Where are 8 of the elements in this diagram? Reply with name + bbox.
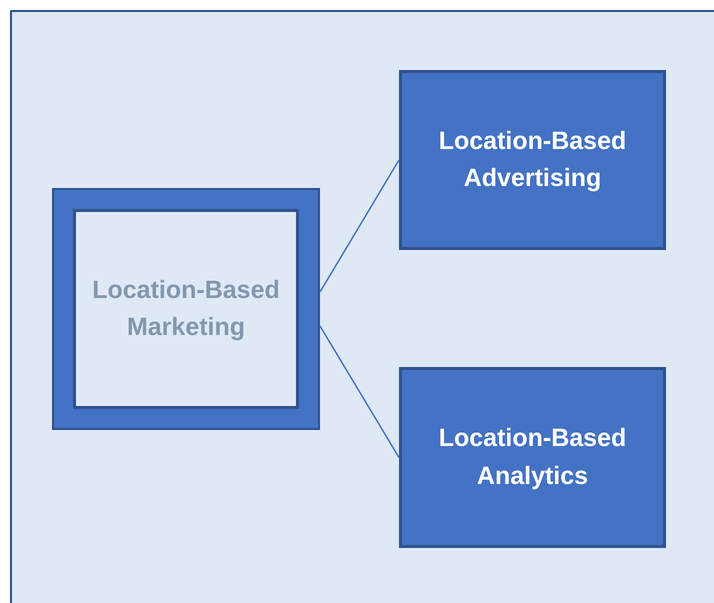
connector-line [319,160,400,292]
box-label: Location-Based Advertising [438,126,628,194]
process-box [399,70,666,250]
connector-line [319,326,400,458]
process-box [399,367,666,548]
box-label: Location-Based Analytics [438,423,628,492]
box-label: Location-Based Marketing [91,274,281,343]
framed-box [52,188,320,430]
